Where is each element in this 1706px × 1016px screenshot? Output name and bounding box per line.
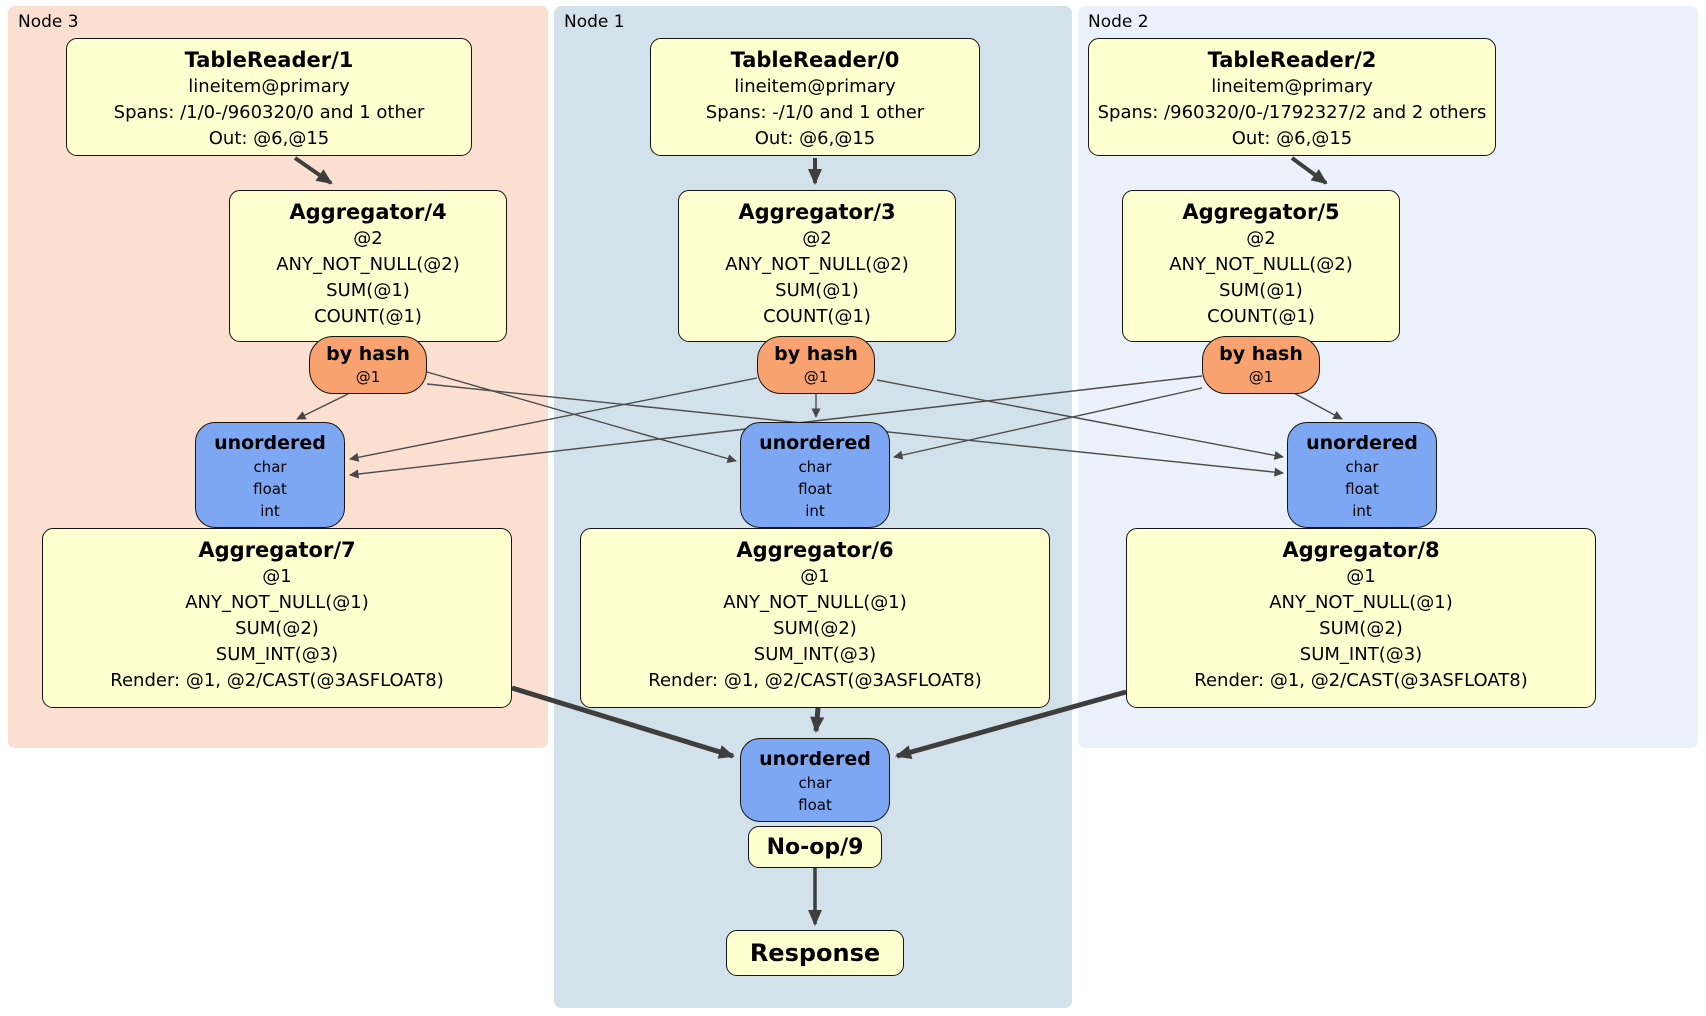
box-line: SUM(@1) bbox=[1219, 280, 1303, 301]
box-line: COUNT(@1) bbox=[1207, 306, 1315, 327]
box-line: ANY_NOT_NULL(@1) bbox=[723, 592, 907, 613]
router-key: @1 bbox=[355, 368, 381, 386]
box-title: TableReader/1 bbox=[184, 48, 354, 72]
response-box: Response bbox=[726, 930, 904, 976]
stream-type: float bbox=[798, 480, 832, 498]
router-key: @1 bbox=[803, 368, 829, 386]
box-title: Aggregator/8 bbox=[1282, 538, 1440, 562]
noop-9-box: No-op/9 bbox=[748, 826, 882, 868]
box-line: @1 bbox=[1346, 566, 1376, 587]
box-line: COUNT(@1) bbox=[763, 306, 871, 327]
box-line: COUNT(@1) bbox=[314, 306, 422, 327]
box-line: SUM_INT(@3) bbox=[215, 644, 339, 665]
box-line: SUM(@1) bbox=[326, 280, 410, 301]
router-key: @1 bbox=[1248, 368, 1274, 386]
stream-title: unordered bbox=[1306, 432, 1418, 454]
box-line: Spans: /960320/0-/1792327/2 and 2 others bbox=[1097, 102, 1487, 123]
stream-type: char bbox=[798, 774, 832, 792]
aggregator-4-box: Aggregator/4 @2 ANY_NOT_NULL(@2) SUM(@1)… bbox=[229, 190, 507, 342]
box-title: Aggregator/3 bbox=[738, 200, 896, 224]
stream-type: int bbox=[805, 502, 825, 520]
box-line: ANY_NOT_NULL(@1) bbox=[185, 592, 369, 613]
box-line: Render: @1, @2/CAST(@3ASFLOAT8) bbox=[1194, 670, 1528, 691]
box-title: TableReader/0 bbox=[730, 48, 900, 72]
box-line: SUM(@1) bbox=[775, 280, 859, 301]
router-title: by hash bbox=[326, 343, 410, 365]
box-line: ANY_NOT_NULL(@1) bbox=[1269, 592, 1453, 613]
box-line: @2 bbox=[353, 228, 383, 249]
box-title: TableReader/2 bbox=[1207, 48, 1377, 72]
box-line: @2 bbox=[1246, 228, 1276, 249]
box-title: Aggregator/4 bbox=[289, 200, 447, 224]
tablereader-2-box: TableReader/2 lineitem@primary Spans: /9… bbox=[1088, 38, 1496, 156]
box-line: Out: @6,@15 bbox=[754, 128, 876, 149]
aggregator-5-box: Aggregator/5 @2 ANY_NOT_NULL(@2) SUM(@1)… bbox=[1122, 190, 1400, 342]
box-line: ANY_NOT_NULL(@2) bbox=[725, 254, 909, 275]
router-title: by hash bbox=[774, 343, 858, 365]
aggregator-7-box: Aggregator/7 @1 ANY_NOT_NULL(@1) SUM(@2)… bbox=[42, 528, 512, 708]
router-title: by hash bbox=[1219, 343, 1303, 365]
stream-title: unordered bbox=[214, 432, 326, 454]
node3-label: Node 3 bbox=[18, 12, 79, 32]
box-line: Spans: -/1/0 and 1 other bbox=[705, 102, 925, 123]
by-hash-router-left: by hash @1 bbox=[309, 336, 427, 394]
box-line: ANY_NOT_NULL(@2) bbox=[276, 254, 460, 275]
box-line: Render: @1, @2/CAST(@3ASFLOAT8) bbox=[110, 670, 444, 691]
box-title: Aggregator/6 bbox=[736, 538, 894, 562]
unordered-stream-final: unordered char float bbox=[740, 738, 890, 822]
stream-type: float bbox=[253, 480, 287, 498]
box-line: Out: @6,@15 bbox=[1231, 128, 1353, 149]
box-line: Spans: /1/0-/960320/0 and 1 other bbox=[113, 102, 425, 123]
box-line: lineitem@primary bbox=[188, 76, 350, 97]
aggregator-6-box: Aggregator/6 @1 ANY_NOT_NULL(@1) SUM(@2)… bbox=[580, 528, 1050, 708]
stream-type: char bbox=[1345, 458, 1379, 476]
unordered-stream-left: unordered char float int bbox=[195, 422, 345, 528]
stream-type: char bbox=[798, 458, 832, 476]
stream-type: int bbox=[1352, 502, 1372, 520]
box-line: Out: @6,@15 bbox=[208, 128, 330, 149]
box-line: SUM(@2) bbox=[773, 618, 857, 639]
box-line: @1 bbox=[262, 566, 292, 587]
unordered-stream-middle: unordered char float int bbox=[740, 422, 890, 528]
stream-title: unordered bbox=[759, 432, 871, 454]
tablereader-0-box: TableReader/0 lineitem@primary Spans: -/… bbox=[650, 38, 980, 156]
box-line: SUM(@2) bbox=[235, 618, 319, 639]
box-title: Response bbox=[749, 939, 881, 967]
box-line: lineitem@primary bbox=[1211, 76, 1373, 97]
node1-label: Node 1 bbox=[564, 12, 625, 32]
aggregator-8-box: Aggregator/8 @1 ANY_NOT_NULL(@1) SUM(@2)… bbox=[1126, 528, 1596, 708]
box-line: SUM_INT(@3) bbox=[753, 644, 877, 665]
box-line: SUM_INT(@3) bbox=[1299, 644, 1423, 665]
stream-type: float bbox=[1345, 480, 1379, 498]
stream-title: unordered bbox=[759, 748, 871, 770]
stream-type: int bbox=[260, 502, 280, 520]
box-title: Aggregator/5 bbox=[1182, 200, 1340, 224]
box-line: ANY_NOT_NULL(@2) bbox=[1169, 254, 1353, 275]
node2-label: Node 2 bbox=[1088, 12, 1149, 32]
box-line: SUM(@2) bbox=[1319, 618, 1403, 639]
tablereader-1-box: TableReader/1 lineitem@primary Spans: /1… bbox=[66, 38, 472, 156]
box-line: @1 bbox=[800, 566, 830, 587]
by-hash-router-right: by hash @1 bbox=[1202, 336, 1320, 394]
by-hash-router-middle: by hash @1 bbox=[757, 336, 875, 394]
stream-type: char bbox=[253, 458, 287, 476]
box-title: No-op/9 bbox=[766, 834, 864, 860]
box-line: @2 bbox=[802, 228, 832, 249]
box-title: Aggregator/7 bbox=[198, 538, 356, 562]
box-line: Render: @1, @2/CAST(@3ASFLOAT8) bbox=[648, 670, 982, 691]
aggregator-3-box: Aggregator/3 @2 ANY_NOT_NULL(@2) SUM(@1)… bbox=[678, 190, 956, 342]
unordered-stream-right: unordered char float int bbox=[1287, 422, 1437, 528]
box-line: lineitem@primary bbox=[734, 76, 896, 97]
stream-type: float bbox=[798, 796, 832, 814]
